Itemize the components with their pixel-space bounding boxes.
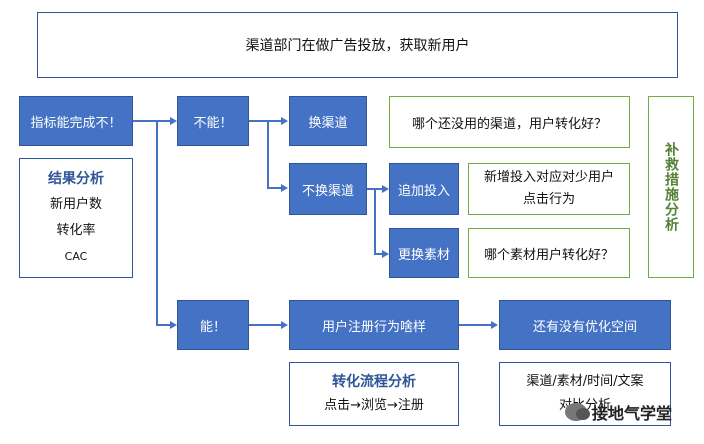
- result-item-conversion: 转化率: [56, 223, 96, 238]
- add-investment-box: 追加投入: [389, 163, 459, 215]
- keep-channel-text: 不换渠道: [301, 183, 354, 199]
- question-material-box: 哪个素材用户转化好？: [468, 228, 630, 278]
- comparison-line1: 渠道/素材/时间/文案: [526, 374, 644, 389]
- remedy-analysis-text: 补救措施分析: [663, 142, 679, 232]
- connector-to-no: [156, 120, 170, 122]
- user-behavior-text: 用户注册行为啥样: [321, 319, 426, 335]
- arrow-to-change-channel: [281, 117, 288, 125]
- connector-main-vertical: [156, 120, 158, 325]
- watermark-text: 接地气学堂: [592, 404, 673, 423]
- main-question-box: 指标能完成不！: [19, 96, 133, 146]
- arrow-to-optimize: [491, 321, 498, 329]
- question-investment-text: 新增投入对应对少用户点击行为: [483, 170, 614, 207]
- connector-yes-right: [249, 324, 283, 326]
- branch-yes-box: 能！: [177, 300, 249, 350]
- change-material-text: 更换素材: [397, 247, 450, 263]
- top-banner-text: 渠道部门在做广告投放，获取新用户: [245, 38, 470, 54]
- arrow-to-keep-channel: [281, 184, 288, 192]
- connector-main-right: [133, 120, 157, 122]
- branch-no-box: 不能！: [177, 96, 249, 146]
- connector-no-right: [249, 120, 283, 122]
- remedy-analysis-box: 补救措施分析: [648, 96, 694, 278]
- connector-no-down: [267, 120, 269, 188]
- optimize-text: 还有没有优化空间: [532, 319, 637, 335]
- connector-to-keep: [267, 187, 283, 189]
- conversion-analysis-title: 转化流程分析: [332, 374, 416, 390]
- connector-to-material: [374, 253, 382, 255]
- conversion-analysis-box: 转化流程分析 点击→浏览→注册: [289, 362, 459, 426]
- arrow-to-change-material: [382, 250, 389, 258]
- keep-channel-box: 不换渠道: [289, 163, 367, 215]
- connector-to-yes: [156, 324, 170, 326]
- arrow-to-yes: [170, 321, 177, 329]
- change-channel-text: 换渠道: [308, 115, 348, 131]
- wechat-icon: [565, 403, 590, 421]
- user-behavior-box: 用户注册行为啥样: [289, 300, 459, 350]
- connector-behavior-right: [459, 324, 492, 326]
- result-analysis-title: 结果分析: [48, 171, 104, 187]
- question-channel-box: 哪个还没用的渠道，用户转化好？: [389, 96, 630, 148]
- question-investment-box: 新增投入对应对少用户点击行为: [468, 163, 630, 215]
- add-investment-text: 追加投入: [397, 183, 450, 199]
- optimize-box: 还有没有优化空间: [499, 300, 671, 350]
- result-item-new-users: 新用户数: [49, 197, 102, 212]
- connector-keep-down: [374, 188, 376, 254]
- arrow-to-user-behavior: [281, 321, 288, 329]
- arrow-to-no: [170, 117, 177, 125]
- arrow-to-add-investment: [382, 185, 389, 193]
- change-material-box: 更换素材: [389, 228, 459, 278]
- result-item-cac: CAC: [64, 250, 88, 263]
- branch-yes-text: 能！: [199, 319, 226, 335]
- watermark: 接地气学堂: [565, 400, 672, 424]
- result-analysis-box: 结果分析 新用户数 转化率 CAC: [19, 158, 133, 278]
- change-channel-box: 换渠道: [289, 96, 367, 146]
- branch-no-text: 不能！: [193, 115, 233, 131]
- question-channel-text: 哪个还没用的渠道，用户转化好？: [411, 116, 607, 132]
- question-material-text: 哪个素材用户转化好？: [483, 247, 614, 263]
- main-question-text: 指标能完成不！: [30, 115, 122, 131]
- top-banner: 渠道部门在做广告投放，获取新用户: [37, 12, 678, 78]
- conversion-flow-text: 点击→浏览→注册: [324, 398, 424, 413]
